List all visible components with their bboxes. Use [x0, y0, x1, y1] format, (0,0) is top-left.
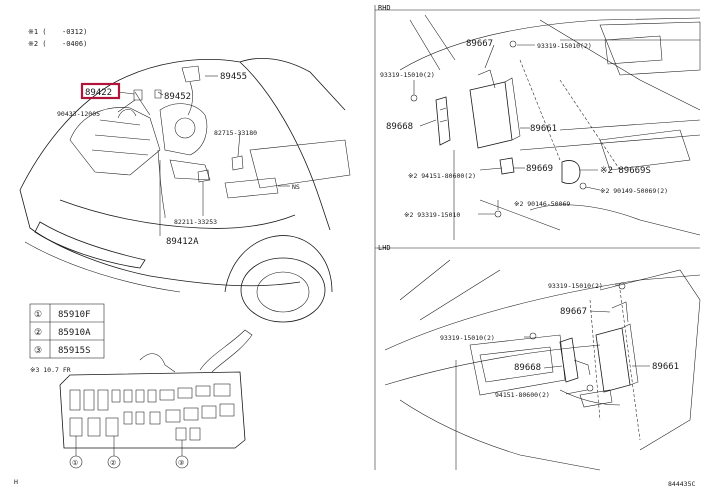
rhd-label-90149[interactable]: ※2 90149-50069(2)	[600, 187, 668, 195]
lhd-label-89661[interactable]: 89661	[652, 362, 679, 372]
lhd-title: LHD	[378, 244, 391, 252]
rhd-label-93319-a[interactable]: 93319-15010(2)	[537, 42, 592, 50]
main-leaders	[117, 75, 290, 236]
callout-2: ②	[110, 459, 116, 467]
fuse-box-drawing	[59, 329, 253, 456]
callout-circle-2	[107, 455, 121, 469]
lhd-label-93319-a[interactable]: 93319-15010(2)	[548, 282, 603, 290]
legend-part-85910f[interactable]: 85910F	[58, 310, 91, 320]
callout-3: ③	[178, 459, 184, 467]
highlight-box-89422	[80, 82, 121, 100]
rhd-label-89669s[interactable]: ※2 89669S	[600, 166, 651, 176]
rhd-label-89667[interactable]: 89667	[466, 39, 493, 49]
legend-table	[29, 303, 105, 359]
callout-circle-1	[69, 455, 83, 469]
label-89455[interactable]: 89455	[220, 72, 247, 82]
rhd-label-89669[interactable]: 89669	[526, 164, 553, 174]
legend-part-85915s[interactable]: 85915S	[58, 346, 91, 356]
diagram-id: 844435C	[668, 480, 695, 488]
callout-1: ①	[72, 459, 78, 467]
rhd-leaders	[413, 44, 601, 240]
lhd-label-93319-b[interactable]: 93319-15010(2)	[440, 334, 495, 342]
lhd-label-89668[interactable]: 89668	[514, 363, 541, 373]
rhd-title: RHD	[378, 4, 391, 12]
footnote-1-range: -0312)	[62, 28, 87, 36]
lhd-label-94151[interactable]: 94151-80600(2)	[495, 391, 550, 399]
footnote-1-mark: ※1 (	[28, 28, 47, 36]
label-89422[interactable]: 89422	[85, 88, 112, 98]
footnote-2-mark: ※2 (	[28, 40, 47, 48]
legend-num-2: ②	[34, 328, 42, 338]
rhd-label-89668[interactable]: 89668	[386, 122, 413, 132]
callout-circle-3	[175, 455, 189, 469]
lhd-leaders	[455, 284, 650, 470]
rhd-label-89661[interactable]: 89661	[530, 124, 557, 134]
legend-num-1: ①	[34, 310, 42, 320]
legend-num-3: ③	[34, 346, 42, 356]
footnote-2-range: -0406)	[62, 40, 87, 48]
rhd-label-93319-c[interactable]: ※2 93319-15010	[404, 211, 460, 219]
label-89412a[interactable]: 89412A	[166, 237, 199, 247]
label-82211-33253[interactable]: 82211-33253	[174, 218, 217, 226]
rhd-label-90146[interactable]: ※2 90146-50069	[514, 200, 570, 208]
corner-left-mark: H	[14, 478, 18, 486]
rhd-label-93319-b[interactable]: 93319-15010(2)	[380, 71, 435, 79]
lhd-dashboard-drawing	[384, 259, 701, 471]
rhd-label-94151[interactable]: ※2 94151-80600(2)	[408, 172, 476, 180]
legend-note: ※3 10.7 FR	[30, 366, 71, 374]
legend-part-85910a[interactable]: 85910A	[58, 328, 91, 338]
label-82715-33180[interactable]: 82715-33180	[214, 129, 257, 137]
rhd-dashboard-drawing	[399, 14, 701, 236]
label-89452[interactable]: 89452	[164, 92, 191, 102]
lhd-label-89667[interactable]: 89667	[560, 307, 587, 317]
label-ns[interactable]: NS	[292, 183, 300, 191]
label-90433-12005[interactable]: 90433-12005	[57, 110, 100, 118]
